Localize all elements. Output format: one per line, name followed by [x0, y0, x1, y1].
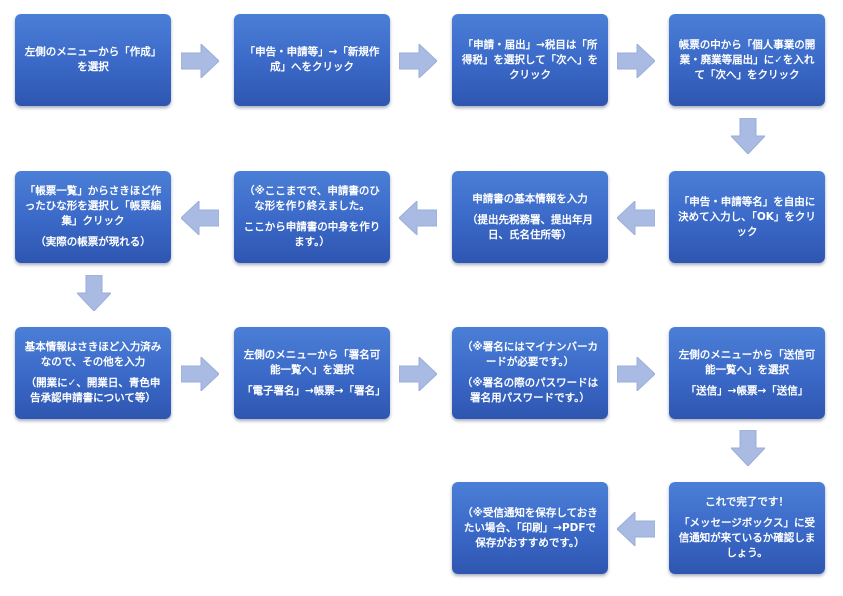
flow-step-text: （※署名にはマイナンバーカードが必要です。） [462, 341, 598, 368]
arrow-left-icon [181, 201, 219, 235]
flow-step-text: （※ここまでで、申請書のひな形を作り終えました。 [244, 185, 380, 212]
flow-step-text: （提出先税務署、提出年月日、氏名住所等） [467, 213, 593, 241]
flow-step-text: 「電子署名」→帳票→「署名」 [242, 384, 386, 397]
flow-step-12: 左側のメニューから「送信可能一覧へ」を選択「送信」→帳票→「送信」 [669, 327, 825, 419]
flow-step-text: 申請書の基本情報を入力 [472, 192, 588, 205]
flow-step-1: 左側のメニューから「作成」を選択 [15, 14, 171, 106]
flow-step-3: 「申請・届出」→税目は「所得税」を選択して「次へ」をクリック [452, 14, 608, 106]
arrow-right-icon [617, 44, 655, 78]
flow-step-9: 基本情報はさきほど入力済みなので、その他を入力 （開業に✓、開業日、青色申告承認申… [15, 327, 171, 419]
flow-step-10: 左側のメニューから「署名可能一覧へ」を選択「電子署名」→帳票→「署名」 [234, 327, 390, 419]
flow-step-text: ここから申請書の中身を作ります。） [243, 221, 381, 248]
arrow-down-icon [731, 430, 765, 466]
arrow-left-icon [399, 201, 437, 235]
flow-step-14: これで完了です！ 「メッセージボックス」に受信通知が来ているか確認しましょう。 [669, 482, 825, 574]
flow-step-text: （開業に✓、開業日、青色申告承認申請書について等） [25, 377, 161, 404]
flow-step-text: 左側のメニューから「署名可能一覧へ」を選択 [243, 348, 381, 376]
flow-step-4: 帳票の中から「個人事業の開業・廃業等届出」に✓を入れて「次へ」をクリック [669, 14, 825, 106]
flow-step-text: 「メッセージボックス」に受信通知が来ているか確認しましょう。 [678, 517, 816, 559]
arrow-left-icon [617, 512, 655, 546]
flow-step-5: 「帳票一覧」からさきほど作ったひな形を選択し「帳票編集」クリック （実際の帳票が現… [15, 171, 171, 263]
flow-step-text: （実際の帳票が現れる） [35, 236, 151, 248]
flow-step-text: （※署名の際のパスワードは署名用パスワードです。） [461, 377, 599, 404]
flow-step-text: これで完了です！ [705, 496, 789, 508]
flow-step-text: 「送信」→帳票→「送信」 [685, 384, 809, 397]
flow-step-8: 「申告・申請等名」を自由に決めて入力し、「OK」をクリック [669, 171, 825, 263]
flow-step-text: 帳票の中から「個人事業の開業・廃業等届出」に✓を入れて「次へ」をクリック [678, 38, 816, 81]
flow-step-text: 左側のメニューから「送信可能一覧へ」を選択 [678, 348, 816, 376]
arrow-down-icon [731, 118, 765, 154]
arrow-right-icon [181, 357, 219, 391]
flow-step-7: 申請書の基本情報を入力 （提出先税務署、提出年月日、氏名住所等） [452, 171, 608, 263]
flow-step-text: 左側のメニューから「作成」を選択 [24, 46, 162, 73]
flow-step-text: 「申告・申請等」→「新規作成」へをクリック [244, 46, 380, 73]
arrow-down-icon [77, 275, 111, 311]
flow-step-2: 「申告・申請等」→「新規作成」へをクリック [234, 14, 390, 106]
arrow-right-icon [617, 357, 655, 391]
arrow-right-icon [399, 44, 437, 78]
arrow-right-icon [181, 44, 219, 78]
flow-step-text: （※受信通知を保存しておきたい場合、「印刷」→PDFで保存がおすすめです。） [462, 506, 598, 549]
flow-step-13: （※受信通知を保存しておきたい場合、「印刷」→PDFで保存がおすすめです。） [452, 482, 608, 574]
flow-step-text: 「帳票一覧」からさきほど作ったひな形を選択し「帳票編集」クリック [24, 185, 162, 227]
flow-step-text: 「申告・申請等名」を自由に決めて入力し、「OK」をクリック [678, 195, 816, 238]
flow-step-text: 「申請・届出」→税目は「所得税」を選択して「次へ」をクリック [461, 38, 599, 81]
flow-step-text: 基本情報はさきほど入力済みなので、その他を入力 [24, 341, 162, 368]
flow-step-11: （※署名にはマイナンバーカードが必要です。） （※署名の際のパスワードは署名用パス… [452, 327, 608, 419]
flow-step-6: （※ここまでで、申請書のひな形を作り終えました。ここから申請書の中身を作ります。… [234, 171, 390, 263]
arrow-right-icon [399, 357, 437, 391]
arrow-left-icon [617, 201, 655, 235]
